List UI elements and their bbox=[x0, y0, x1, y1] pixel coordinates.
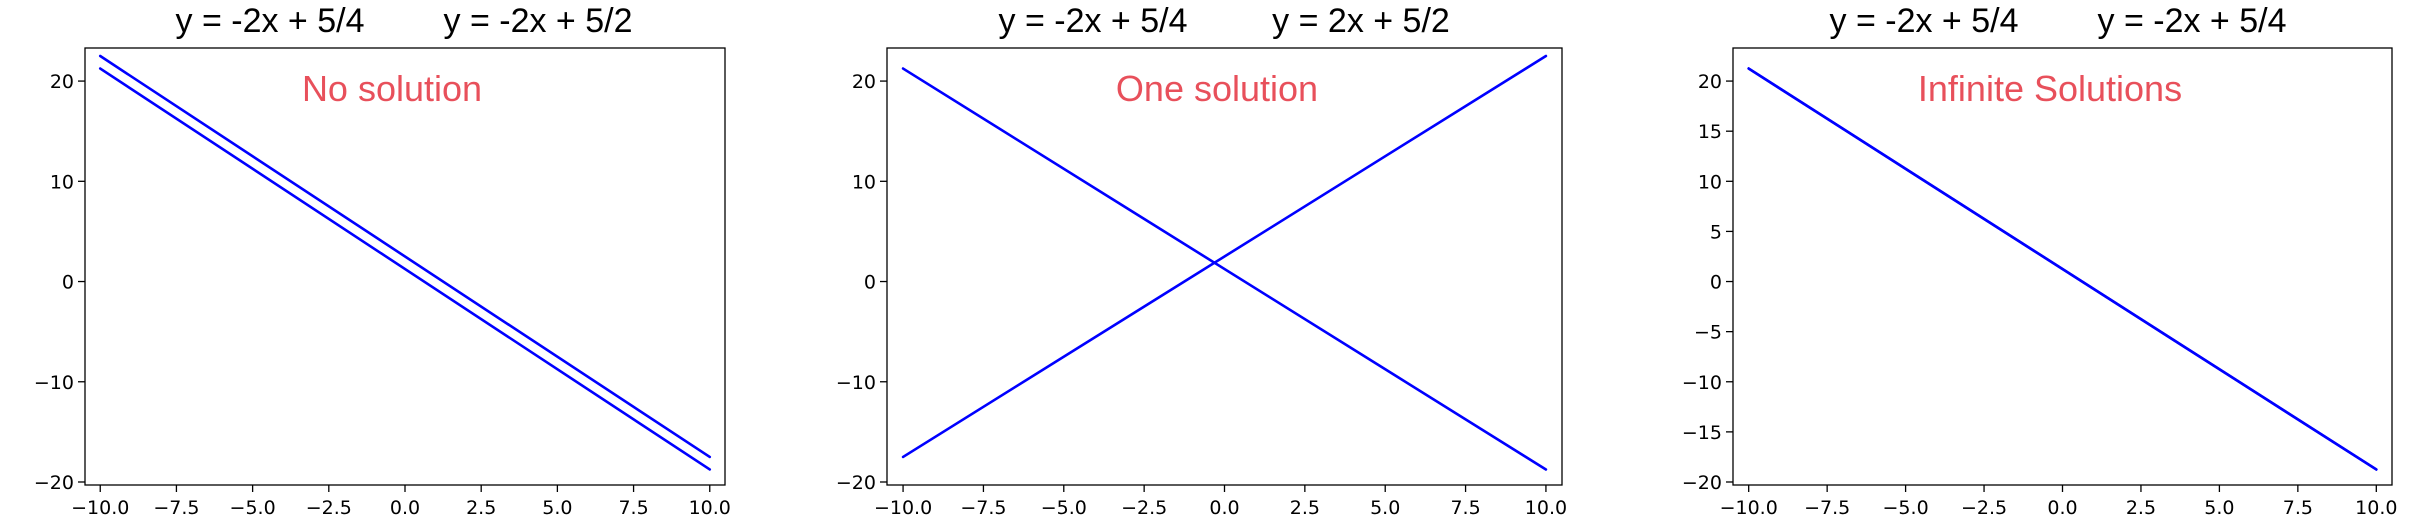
y-tick-label: 20 bbox=[50, 71, 74, 93]
y-tick-label: −10 bbox=[836, 372, 876, 394]
solution-annotation: No solution bbox=[302, 68, 482, 109]
x-tick-label: 7.5 bbox=[2283, 497, 2313, 519]
x-tick-label: −5.0 bbox=[1883, 497, 1929, 519]
y-tick-label: −10 bbox=[1682, 372, 1722, 394]
x-tick-label: 2.5 bbox=[2126, 497, 2156, 519]
y-tick-label: 0 bbox=[864, 272, 876, 294]
axes-frame bbox=[886, 47, 1563, 486]
x-tick-label: 5.0 bbox=[2204, 497, 2234, 519]
y-tick-label: 20 bbox=[852, 71, 876, 93]
y-tick-label: 0 bbox=[1710, 272, 1722, 294]
x-tick-label: 0.0 bbox=[2047, 497, 2077, 519]
y-tick-label: 10 bbox=[1698, 171, 1722, 193]
chart-panel-2: y = -2x + 5/4 y = 2x + 5/2 −10.0 −7.5 −5.0 −2… bbox=[836, 2, 1567, 519]
y-tick-label: 20 bbox=[1698, 71, 1722, 93]
x-tick-label: −10.0 bbox=[874, 497, 932, 519]
y-tick-label: 10 bbox=[50, 171, 74, 193]
y-tick-label: 10 bbox=[852, 171, 876, 193]
y-tick-label: −20 bbox=[34, 472, 74, 494]
solution-annotation: One solution bbox=[1116, 68, 1318, 109]
x-tick-label: 7.5 bbox=[618, 497, 648, 519]
x-tick-label: 7.5 bbox=[1450, 497, 1480, 519]
series-line bbox=[901, 67, 1548, 471]
x-tick-label: −5.0 bbox=[1041, 497, 1087, 519]
series-line bbox=[98, 54, 712, 459]
y-tick-label: 15 bbox=[1698, 121, 1722, 143]
solution-annotation: Infinite Solutions bbox=[1918, 68, 2182, 109]
equation-title: y = -2x + 5/2 bbox=[444, 2, 633, 40]
y-tick-label: −20 bbox=[836, 472, 876, 494]
x-tick-label: −2.5 bbox=[1121, 497, 1167, 519]
series-line bbox=[1747, 67, 2378, 471]
y-tick-label: 5 bbox=[1710, 221, 1722, 243]
axes-frame bbox=[84, 47, 726, 486]
x-tick-label: −2.5 bbox=[306, 497, 352, 519]
x-tick-label: −7.5 bbox=[153, 497, 199, 519]
equation-title: y = -2x + 5/4 bbox=[1830, 2, 2019, 40]
equation-title: y = -2x + 5/4 bbox=[2098, 2, 2287, 40]
equation-title: y = -2x + 5/4 bbox=[176, 2, 365, 40]
x-tick-label: −7.5 bbox=[1804, 497, 1850, 519]
y-tick-label: −10 bbox=[34, 372, 74, 394]
x-tick-label: 2.5 bbox=[466, 497, 496, 519]
chart-panel-1: y = -2x + 5/4 y = -2x + 5/2 −10.0 −7.5 −5.0 −… bbox=[34, 2, 731, 519]
x-tick-label: −5.0 bbox=[230, 497, 276, 519]
x-tick-label: 10.0 bbox=[2355, 497, 2397, 519]
y-tick-label: 0 bbox=[62, 272, 74, 294]
x-tick-label: 5.0 bbox=[1370, 497, 1400, 519]
y-tick-label: −20 bbox=[1682, 472, 1722, 494]
y-tick-label: −5 bbox=[1694, 322, 1722, 344]
y-tick-label: −15 bbox=[1682, 422, 1722, 444]
x-tick-label: 10.0 bbox=[689, 497, 731, 519]
equation-title: y = 2x + 5/2 bbox=[1272, 2, 1450, 40]
x-tick-label: −10.0 bbox=[71, 497, 129, 519]
x-tick-label: −2.5 bbox=[1961, 497, 2007, 519]
equation-title: y = -2x + 5/4 bbox=[999, 2, 1188, 40]
series-line bbox=[98, 67, 712, 471]
x-tick-label: 2.5 bbox=[1290, 497, 1320, 519]
x-tick-label: −7.5 bbox=[960, 497, 1006, 519]
series-line bbox=[901, 54, 1548, 459]
x-tick-label: 10.0 bbox=[1525, 497, 1567, 519]
chart-panel-3: y = -2x + 5/4 y = -2x + 5/4 −10.0 −7.5 −5.0 −… bbox=[1682, 2, 2398, 519]
x-tick-label: 5.0 bbox=[542, 497, 572, 519]
x-tick-label: 0.0 bbox=[1209, 497, 1239, 519]
x-tick-label: 0.0 bbox=[390, 497, 420, 519]
axes-frame bbox=[1732, 47, 2393, 486]
x-tick-label: −10.0 bbox=[1720, 497, 1778, 519]
